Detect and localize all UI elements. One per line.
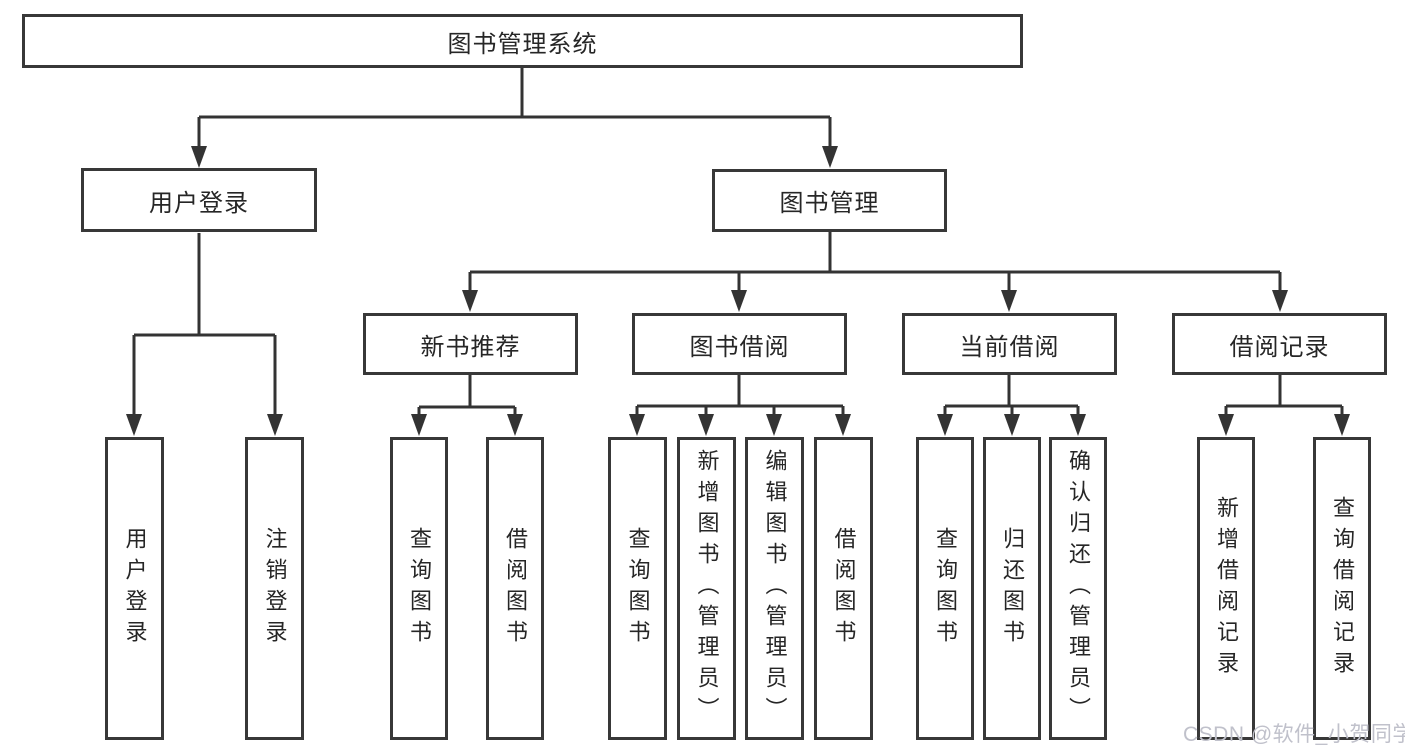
node-label: 用户登录: [122, 526, 148, 651]
node-label: 新增借阅记录: [1214, 495, 1239, 682]
node-label: 确认归还（管理员）: [1066, 449, 1091, 728]
leaf-borrow-books-recommend: 借阅图书: [486, 437, 544, 740]
node-current-borrow: 当前借阅: [902, 313, 1117, 375]
node-label: 查询图书: [625, 526, 651, 651]
leaf-borrow-books: 借阅图书: [814, 437, 873, 740]
node-label: 用户登录: [149, 189, 249, 217]
leaf-add-borrow-record: 新增借阅记录: [1197, 437, 1255, 740]
node-label: 图书管理系统: [447, 30, 598, 58]
node-label: 借阅图书: [503, 526, 528, 651]
node-label: 图书借阅: [689, 333, 790, 361]
node-library-management-system: 图书管理系统: [22, 14, 1023, 68]
leaf-confirm-return-admin: 确认归还（管理员）: [1049, 437, 1107, 740]
node-label: 查询借阅记录: [1330, 495, 1355, 682]
node-new-book-recommend: 新书推荐: [363, 313, 578, 375]
node-label: 查询图书: [407, 526, 432, 651]
node-label: 当前借阅: [959, 333, 1060, 361]
node-borrow-records: 借阅记录: [1172, 313, 1387, 375]
leaf-query-books-borrow: 查询图书: [608, 437, 667, 740]
node-user-login: 用户登录: [81, 168, 317, 232]
leaf-query-books-current: 查询图书: [916, 437, 974, 740]
csdn-watermark: CSDN @软件_小贺同学: [1183, 723, 1405, 746]
node-label: 新书推荐: [420, 333, 521, 361]
node-label: 新增图书（管理员）: [694, 449, 720, 728]
node-book-management: 图书管理: [712, 169, 947, 232]
leaf-query-borrow-record: 查询借阅记录: [1313, 437, 1371, 740]
node-label: 查询图书: [933, 526, 958, 651]
leaf-add-book-admin: 新增图书（管理员）: [677, 437, 736, 740]
arrowheads: [126, 146, 1350, 436]
node-label: 借阅图书: [831, 526, 857, 651]
node-label: 注销登录: [262, 526, 288, 651]
node-label: 借阅记录: [1229, 333, 1330, 361]
leaf-user-login: 用户登录: [105, 437, 164, 740]
node-book-borrow: 图书借阅: [632, 313, 847, 375]
node-label: 归还图书: [1000, 526, 1025, 651]
leaf-return-book: 归还图书: [983, 437, 1041, 740]
leaf-edit-book-admin: 编辑图书（管理员）: [745, 437, 804, 740]
leaf-logout: 注销登录: [245, 437, 304, 740]
node-label: 编辑图书（管理员）: [762, 449, 788, 728]
node-label: 图书管理: [779, 190, 880, 217]
leaf-query-books-recommend: 查询图书: [390, 437, 448, 740]
